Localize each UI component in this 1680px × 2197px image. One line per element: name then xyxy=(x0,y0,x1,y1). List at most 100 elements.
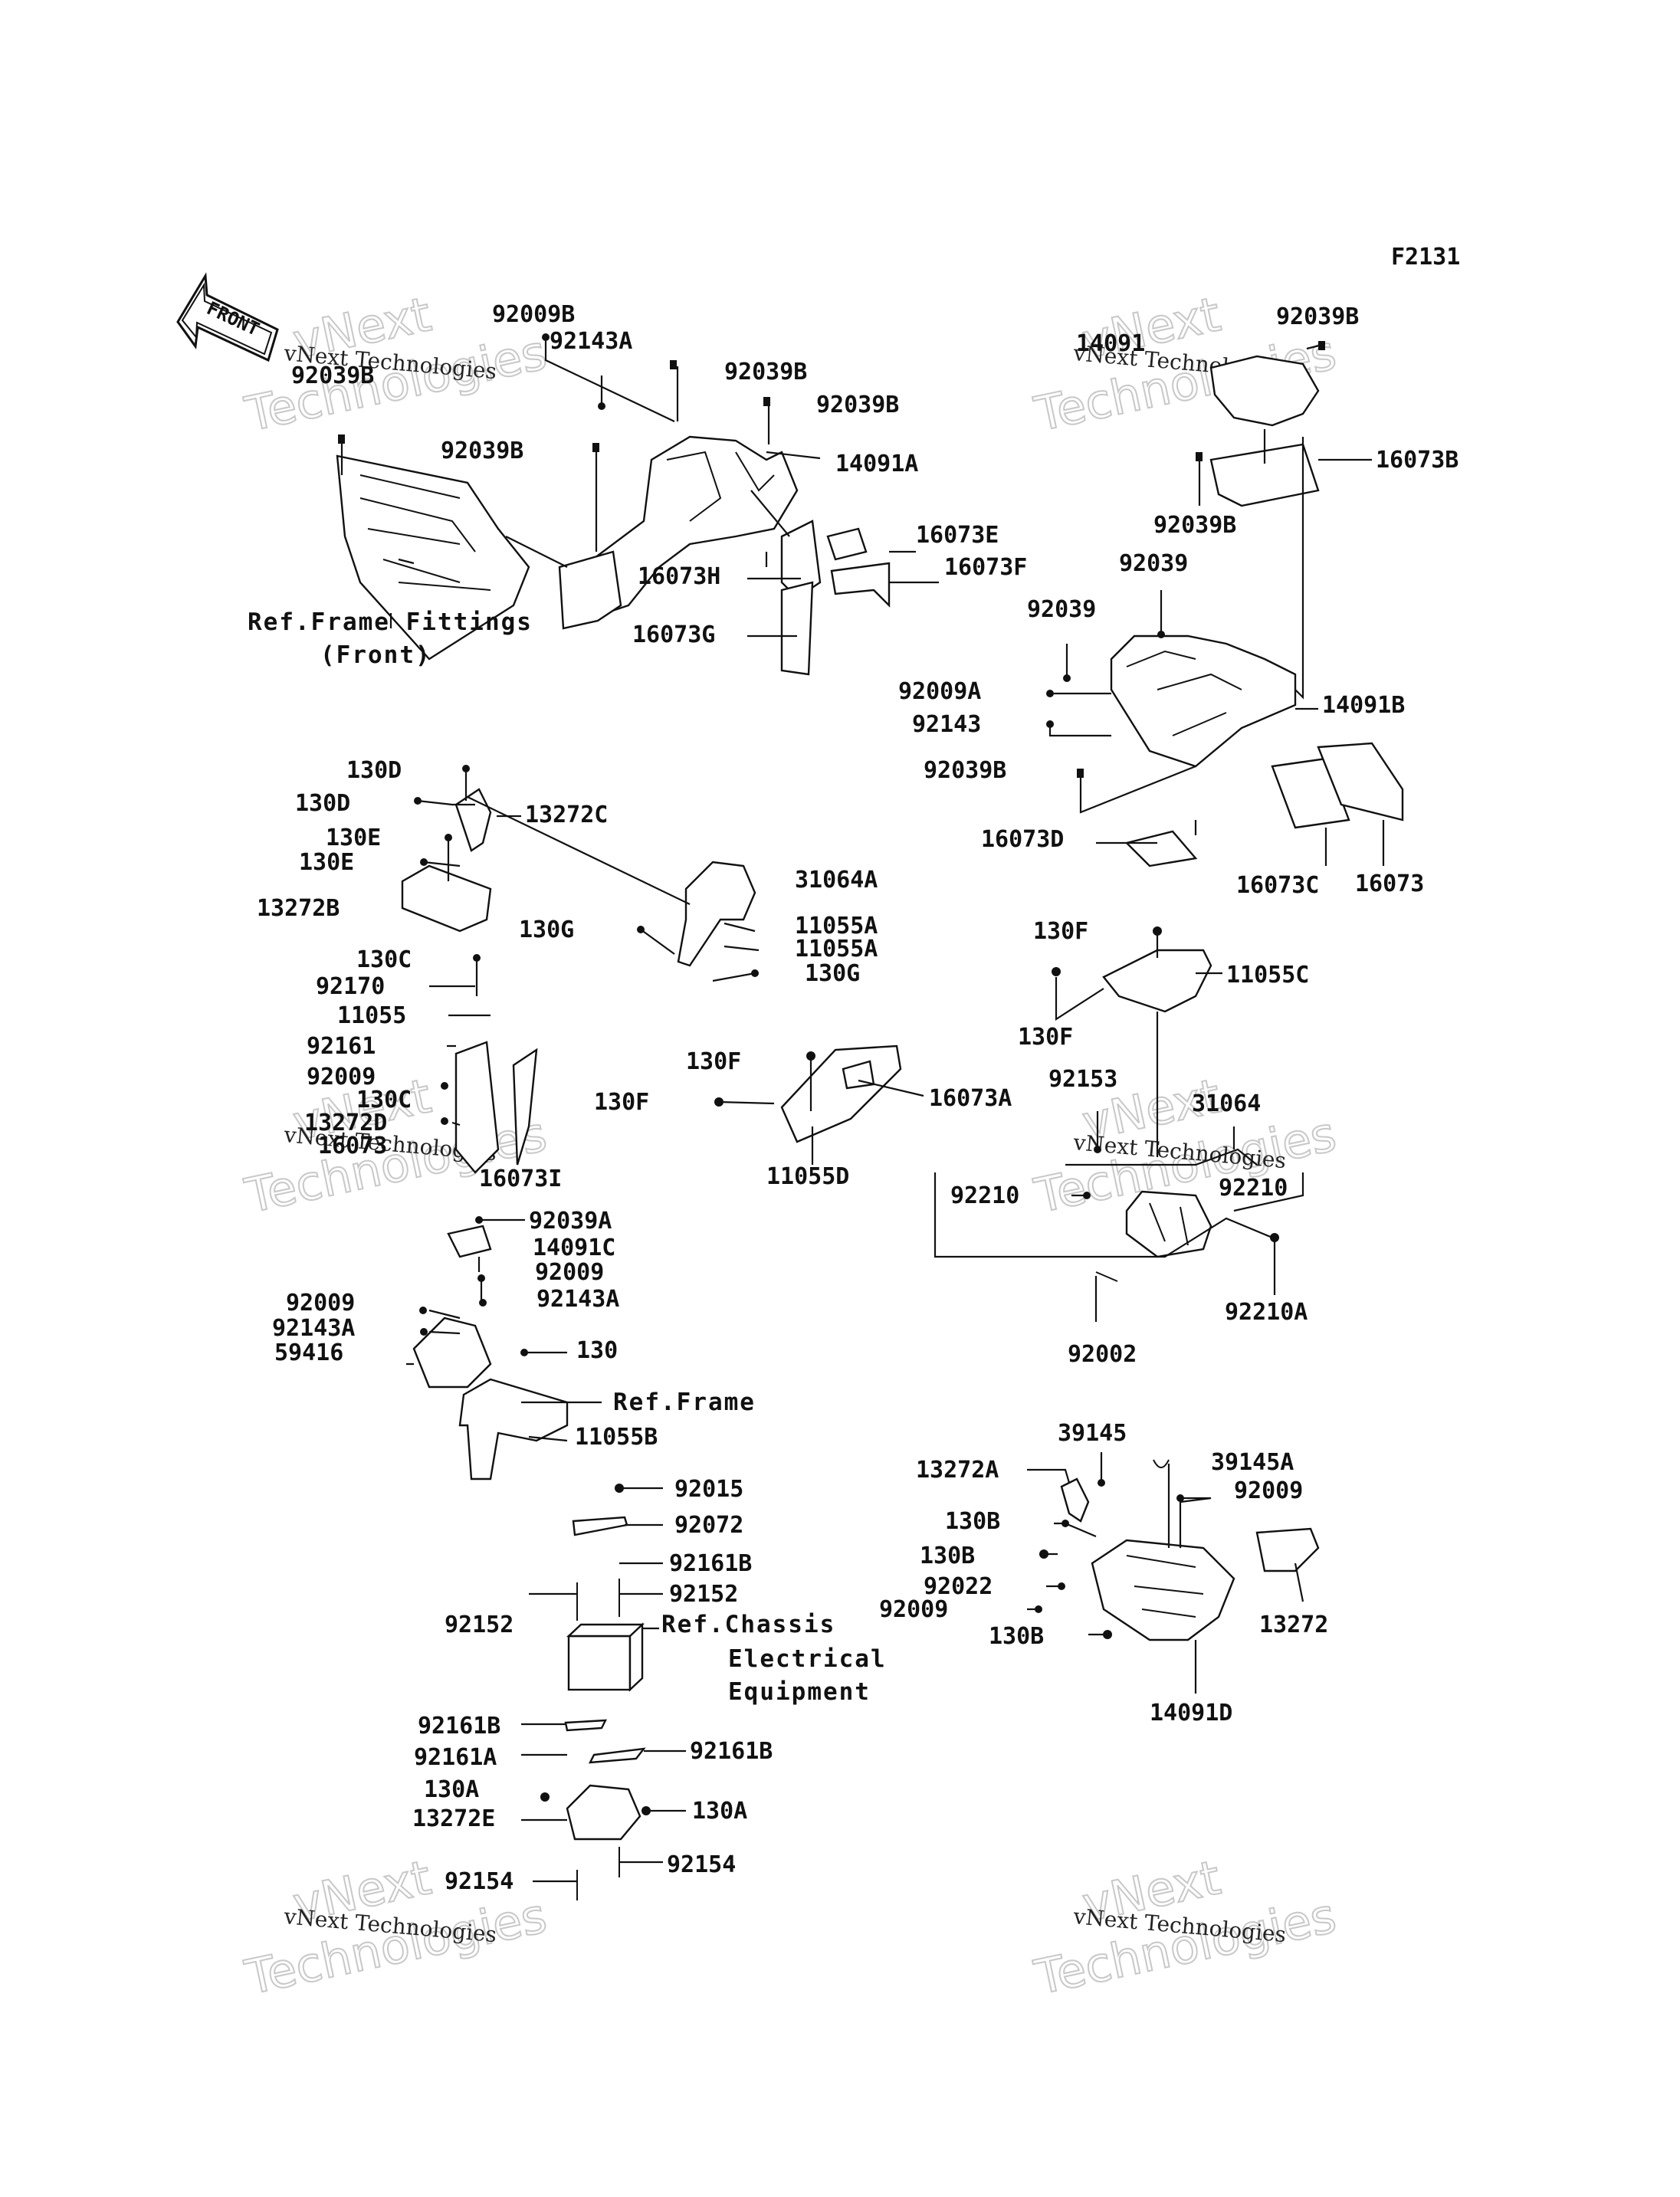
label-130D: 130D xyxy=(295,790,350,817)
label-130A: 130A xyxy=(692,1798,747,1825)
label-92009: 92009 xyxy=(307,1064,376,1090)
label-59416: 59416 xyxy=(274,1340,343,1366)
label-front: (Front) xyxy=(320,641,431,669)
bracket-31064 xyxy=(1125,1190,1212,1258)
label-16073A: 16073A xyxy=(929,1085,1012,1112)
label-92143A: 92143A xyxy=(536,1286,619,1313)
leader-lines-battery xyxy=(934,935,1304,1322)
label-14091A: 14091A xyxy=(835,451,918,477)
pad-16073 xyxy=(1317,742,1404,821)
leader-lines-batt xyxy=(521,1487,686,1883)
label-92039B: 92039B xyxy=(1276,303,1359,330)
label-130F: 130F xyxy=(1018,1024,1073,1051)
bracket-13272 xyxy=(1255,1527,1320,1572)
label-39145A: 39145A xyxy=(1211,1449,1294,1476)
label-92009: 92009 xyxy=(286,1290,355,1317)
label-13272: 13272 xyxy=(1259,1612,1328,1638)
bracket-13272A xyxy=(1060,1477,1090,1523)
label-16073D: 16073D xyxy=(981,826,1064,853)
cover-14091B xyxy=(1110,635,1297,768)
label-130C: 130C xyxy=(356,1087,412,1113)
leader-lines-r xyxy=(1048,343,1385,866)
label-11055A: 11055A xyxy=(795,936,878,962)
battery-top xyxy=(566,1622,645,1692)
leader-lines-rear xyxy=(1027,1452,1304,1694)
cover-14091D-detail xyxy=(1126,1555,1204,1618)
label-92039B: 92039B xyxy=(816,392,899,418)
bracket-13272D xyxy=(454,1041,500,1174)
label-ref-frame-fittings: Ref.Frame Fittings xyxy=(248,608,533,636)
rivet-92039B-r2 xyxy=(1196,452,1203,461)
pad-16073I xyxy=(512,1048,538,1166)
label-16073B: 16073B xyxy=(1376,447,1459,474)
label-92072: 92072 xyxy=(674,1512,743,1539)
label-130F: 130F xyxy=(686,1048,741,1075)
label-92039: 92039 xyxy=(1119,550,1188,577)
label-92161B: 92161B xyxy=(690,1738,773,1765)
label-14091C: 14091C xyxy=(533,1235,615,1261)
label-13272D: 13272D xyxy=(304,1110,387,1136)
label-14091D: 14091D xyxy=(1150,1700,1232,1726)
label-ref-frame: Ref.Frame xyxy=(613,1389,756,1416)
label-92039B: 92039B xyxy=(441,438,523,464)
plate-14091C xyxy=(447,1225,492,1258)
label-92022: 92022 xyxy=(924,1573,993,1600)
label-92143A: 92143A xyxy=(272,1315,355,1342)
label-electrical: Electrical xyxy=(728,1645,887,1673)
pad-16073E xyxy=(826,527,868,561)
cover-14091A xyxy=(581,435,799,622)
cover-panel-left xyxy=(558,550,622,630)
clip-92143A-c1 xyxy=(479,1299,487,1307)
label-130: 130 xyxy=(576,1337,618,1364)
label-130C: 130C xyxy=(356,946,412,973)
label-92002: 92002 xyxy=(1068,1341,1137,1368)
frame-fitting-ribs xyxy=(359,474,491,591)
label-92153: 92153 xyxy=(1048,1066,1117,1093)
label-13272A: 13272A xyxy=(916,1457,999,1484)
label-92009: 92009 xyxy=(879,1596,948,1623)
pad-16073B xyxy=(1209,443,1320,507)
group-center-cover: 92039B 14091 16073B 92039B 92039 92039 9… xyxy=(898,303,1459,899)
cover-14091 xyxy=(1209,355,1320,427)
label-11055A: 11055A xyxy=(795,913,878,939)
label-ref-chassis: Ref.Chassis xyxy=(661,1611,835,1638)
label-11055D: 11055D xyxy=(766,1163,849,1190)
nut-92210A xyxy=(1270,1233,1279,1242)
label-92161A: 92161A xyxy=(414,1744,497,1771)
battery xyxy=(567,1635,632,1691)
pad-92161A xyxy=(588,1747,646,1764)
label-92039B: 92039B xyxy=(724,359,807,385)
label-16073F: 16073F xyxy=(944,554,1027,581)
group-brackets: 130D 130D 13272C 130E 130E 13272B 31064A… xyxy=(257,757,1012,1481)
label-11055C: 11055C xyxy=(1226,962,1309,989)
pad-16073F xyxy=(830,562,891,608)
group-battery-bracket: 130F 11055C 130F 92153 31064 92210 92210… xyxy=(934,918,1309,1368)
label-92152: 92152 xyxy=(669,1581,738,1608)
bolt-130F-r1 xyxy=(1153,926,1162,936)
figure-code: F2131 xyxy=(1391,244,1460,271)
label-130A: 130A xyxy=(424,1776,479,1803)
label-92161B: 92161B xyxy=(669,1550,752,1577)
label-16073E: 16073E xyxy=(916,522,999,549)
cover-14091B-detail xyxy=(1126,650,1242,736)
label-92009A: 92009A xyxy=(898,678,981,705)
pad-16073G xyxy=(780,581,814,676)
label-92152: 92152 xyxy=(445,1612,514,1638)
clip-39145A xyxy=(1153,1459,1170,1468)
label-130G: 130G xyxy=(519,917,574,943)
group-rear-cover: 39145 39145A 13272A 92009 130B 130B 9202… xyxy=(879,1420,1328,1726)
label-130G: 130G xyxy=(805,960,860,987)
label-130F: 130F xyxy=(1033,918,1088,945)
label-92170: 92170 xyxy=(316,973,385,1000)
clip-92143A-c2 xyxy=(420,1328,428,1336)
bracket-59416 xyxy=(412,1317,492,1389)
pad-92161B xyxy=(564,1719,608,1732)
label-14091B: 14091B xyxy=(1322,692,1405,719)
bolt-92009-m xyxy=(441,1082,448,1090)
frame-11055B xyxy=(458,1378,569,1481)
label-130F: 130F xyxy=(594,1089,649,1116)
label-16073C: 16073C xyxy=(1236,872,1319,899)
label-92009B: 92009B xyxy=(492,301,575,328)
label-92154: 92154 xyxy=(667,1851,736,1878)
